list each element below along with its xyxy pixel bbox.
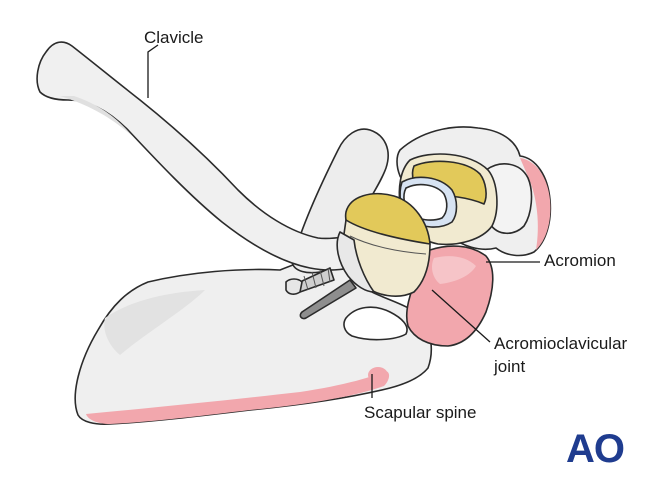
scapular-spine-highlight [86, 371, 390, 424]
implant-head [336, 192, 431, 297]
ao-logo: AO [566, 427, 624, 471]
ac-joint-label-line2: joint [493, 357, 525, 376]
ac-joint-pink-inner [432, 256, 476, 284]
scapula-shade [104, 290, 205, 355]
screw-icon [285, 267, 357, 320]
spine-spot [368, 367, 388, 383]
ac-joint-leader [431, 289, 491, 343]
scapular-spine-label: Scapular spine [364, 403, 476, 422]
glenoid-notch [343, 306, 408, 341]
acromion-edge-pink [520, 158, 551, 250]
acromion-label: Acromion [544, 251, 616, 270]
ac-joint-label-line1: Acromioclavicular [494, 334, 628, 353]
clavicle-label: Clavicle [144, 28, 204, 47]
clavicle-leader [147, 44, 159, 98]
